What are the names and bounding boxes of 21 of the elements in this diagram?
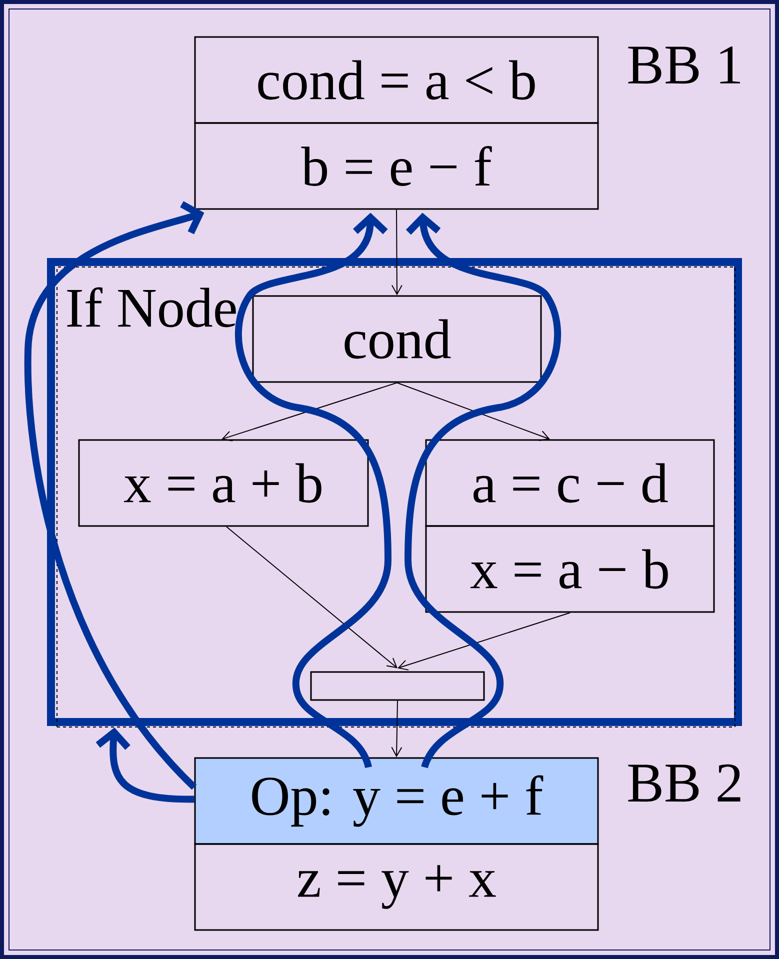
statement-cell: x = a + b xyxy=(78,439,369,527)
arrow xyxy=(398,612,570,670)
highlight-arrow xyxy=(404,212,561,769)
highlight-arrow xyxy=(235,212,392,768)
statement-cell: z = y + x xyxy=(194,843,599,931)
statement-cell: x = a − b xyxy=(425,525,715,613)
arrow xyxy=(396,382,550,441)
statement-cell: a = c − d xyxy=(425,439,715,527)
highlight-arrow xyxy=(24,201,204,790)
statement-cell: cond xyxy=(252,295,542,383)
statement-cell: b = e − f xyxy=(194,122,599,210)
arrow xyxy=(226,526,398,668)
arrow xyxy=(222,382,398,442)
highlighted-cell: Op: y = e + f BB 2 xyxy=(194,757,740,845)
node-label: BB 2 xyxy=(628,764,740,802)
arrow xyxy=(391,209,402,296)
arrow xyxy=(391,700,402,758)
node-label: BB 1 xyxy=(628,46,740,84)
statement-cell: cond = a < b BB 1 xyxy=(194,36,740,124)
merge-bar xyxy=(310,671,485,701)
highlight-arrow xyxy=(96,728,194,803)
